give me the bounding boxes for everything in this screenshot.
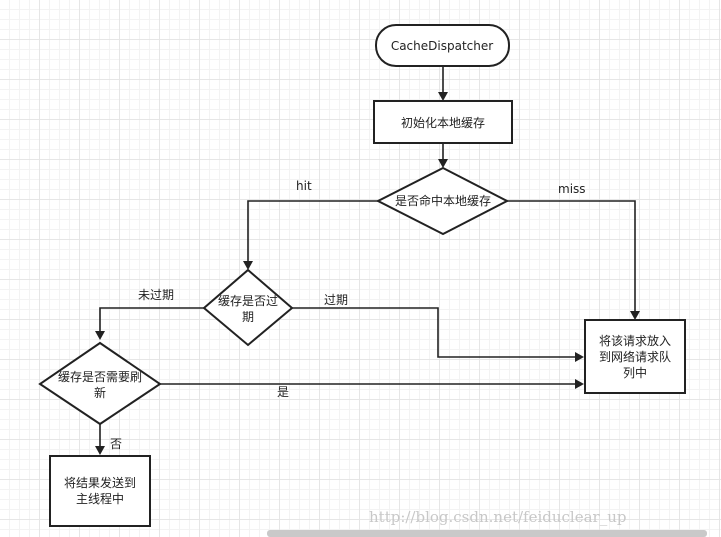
edge-expired <box>292 307 575 358</box>
arrowhead <box>438 92 448 101</box>
arrowhead <box>575 352 584 362</box>
start-node <box>375 24 510 67</box>
edge-label-miss: miss <box>558 182 586 196</box>
arrowhead <box>575 379 584 389</box>
network-queue-node <box>584 319 686 394</box>
watermark-url: http://blog.csdn.net/feiduclear_up <box>369 508 626 526</box>
init-cache-node-label: 初始化本地缓存 <box>401 116 485 130</box>
edge-hit <box>247 200 378 261</box>
network-queue-node-label: 列中 <box>623 365 647 380</box>
send-main-thread-node-label: 将结果发送到 <box>64 475 136 490</box>
network-queue-node-label: 到网络请求队 <box>599 349 671 364</box>
expired-check-decision-label: 期 <box>242 310 254 324</box>
horizontal-scrollbar[interactable] <box>267 530 707 537</box>
expired-check-decision-label: 缓存是否过 <box>218 294 278 308</box>
arrowhead <box>438 159 448 168</box>
arrowhead <box>243 261 253 270</box>
start-node-label: CacheDispatcher <box>391 39 493 53</box>
expired-check-decision <box>202 268 294 347</box>
refresh-check-decision <box>38 341 162 426</box>
edge-label-no: 否 <box>110 437 122 451</box>
send-main-thread-node-label: 主线程中 <box>76 491 124 506</box>
edge-miss <box>507 200 636 311</box>
arrowhead <box>95 331 105 340</box>
refresh-check-decision-label: 缓存是否需要刷 <box>58 370 142 384</box>
edge-not-expired <box>99 307 204 331</box>
send-main-thread-node <box>49 455 151 527</box>
edge-label-yes: 是 <box>277 385 289 399</box>
arrowhead <box>630 311 640 320</box>
init-cache-node <box>373 100 513 144</box>
hit-check-decision-label: 是否命中本地缓存 <box>395 193 491 208</box>
hit-check-decision <box>375 166 510 236</box>
arrowhead <box>95 446 105 455</box>
edge-label-hit: hit <box>296 179 312 193</box>
edge-label-expired: 过期 <box>324 293 348 307</box>
refresh-check-decision-label: 新 <box>94 385 106 400</box>
edge-label-not-expired: 未过期 <box>138 288 174 302</box>
network-queue-node-label: 将该请求放入 <box>599 333 671 348</box>
